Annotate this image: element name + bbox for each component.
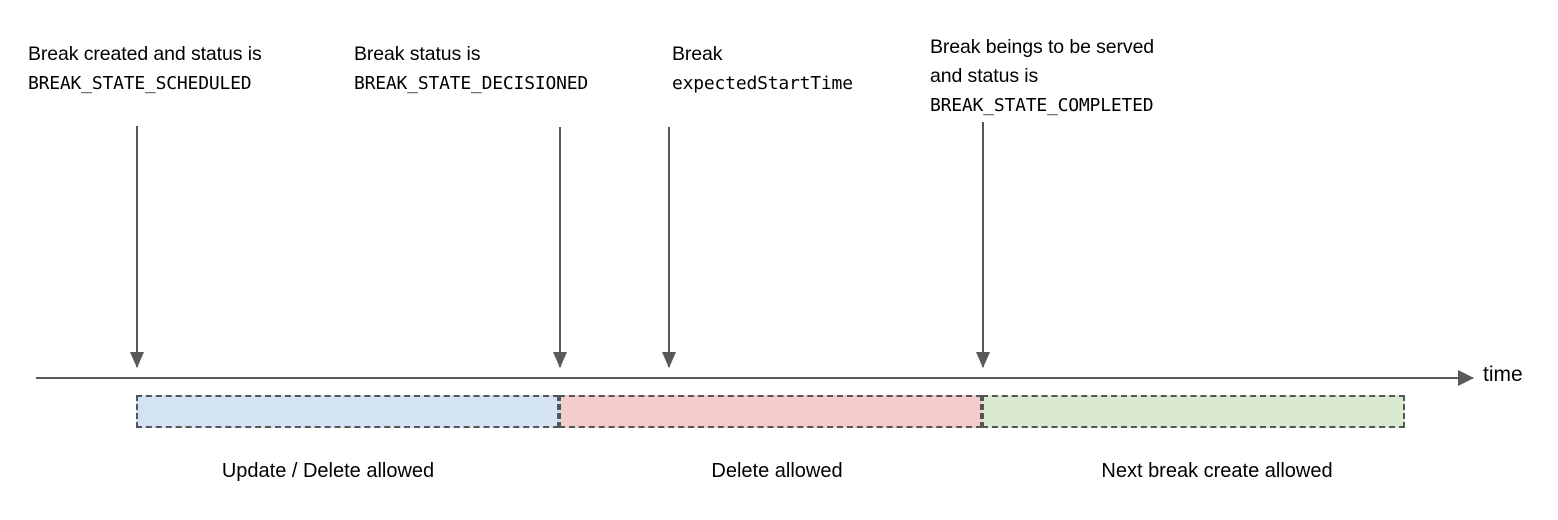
phase-bar-delete-only xyxy=(559,395,982,428)
event-label-completed: Break beings to be served and status is BR… xyxy=(930,33,1154,120)
event-label-created: Break created and status is BREAK_STATE_S… xyxy=(28,40,262,98)
arrow-head-icon xyxy=(553,352,567,368)
time-axis-label: time xyxy=(1483,363,1523,386)
arrow-head-icon xyxy=(976,352,990,368)
event-label-line: Break beings to be served xyxy=(930,36,1155,58)
event-label-line: Break status is xyxy=(354,43,481,65)
event-label-expected-start: Break expectedStartTime xyxy=(672,40,853,98)
event-label-line: expectedStartTime xyxy=(672,73,853,94)
event-label-line: Break xyxy=(672,43,723,65)
event-label-line: Break created and status is xyxy=(28,43,262,65)
phase-caption-delete-only: Delete allowed xyxy=(711,460,843,482)
phase-bar-next-break xyxy=(982,395,1405,428)
event-label-line: BREAK_STATE_SCHEDULED xyxy=(28,73,252,94)
time-axis-line xyxy=(36,377,1473,379)
arrow-head-icon xyxy=(662,352,676,368)
arrow-shaft xyxy=(982,122,984,367)
event-arrow-completed xyxy=(975,122,991,368)
event-label-line: BREAK_STATE_COMPLETED xyxy=(930,95,1154,116)
arrow-shaft xyxy=(136,126,138,367)
time-axis xyxy=(36,370,1474,386)
event-label-line: BREAK_STATE_DECISIONED xyxy=(354,73,589,94)
phase-caption-update-delete: Update / Delete allowed xyxy=(221,460,435,482)
event-arrow-expected-start xyxy=(661,127,677,368)
arrow-head-icon xyxy=(130,352,144,368)
phase-caption-next-break: Next break create allowed xyxy=(1101,460,1333,482)
event-arrow-created xyxy=(129,126,145,368)
event-label-decisioned: Break status is BREAK_STATE_DECISIONED xyxy=(354,40,588,98)
phase-bar-update-delete xyxy=(136,395,559,428)
event-arrow-decisioned xyxy=(552,127,568,368)
event-label-line: and status is xyxy=(930,65,1039,87)
arrow-shaft xyxy=(559,127,561,367)
time-axis-arrow-icon xyxy=(1458,370,1474,386)
arrow-shaft xyxy=(668,127,670,367)
